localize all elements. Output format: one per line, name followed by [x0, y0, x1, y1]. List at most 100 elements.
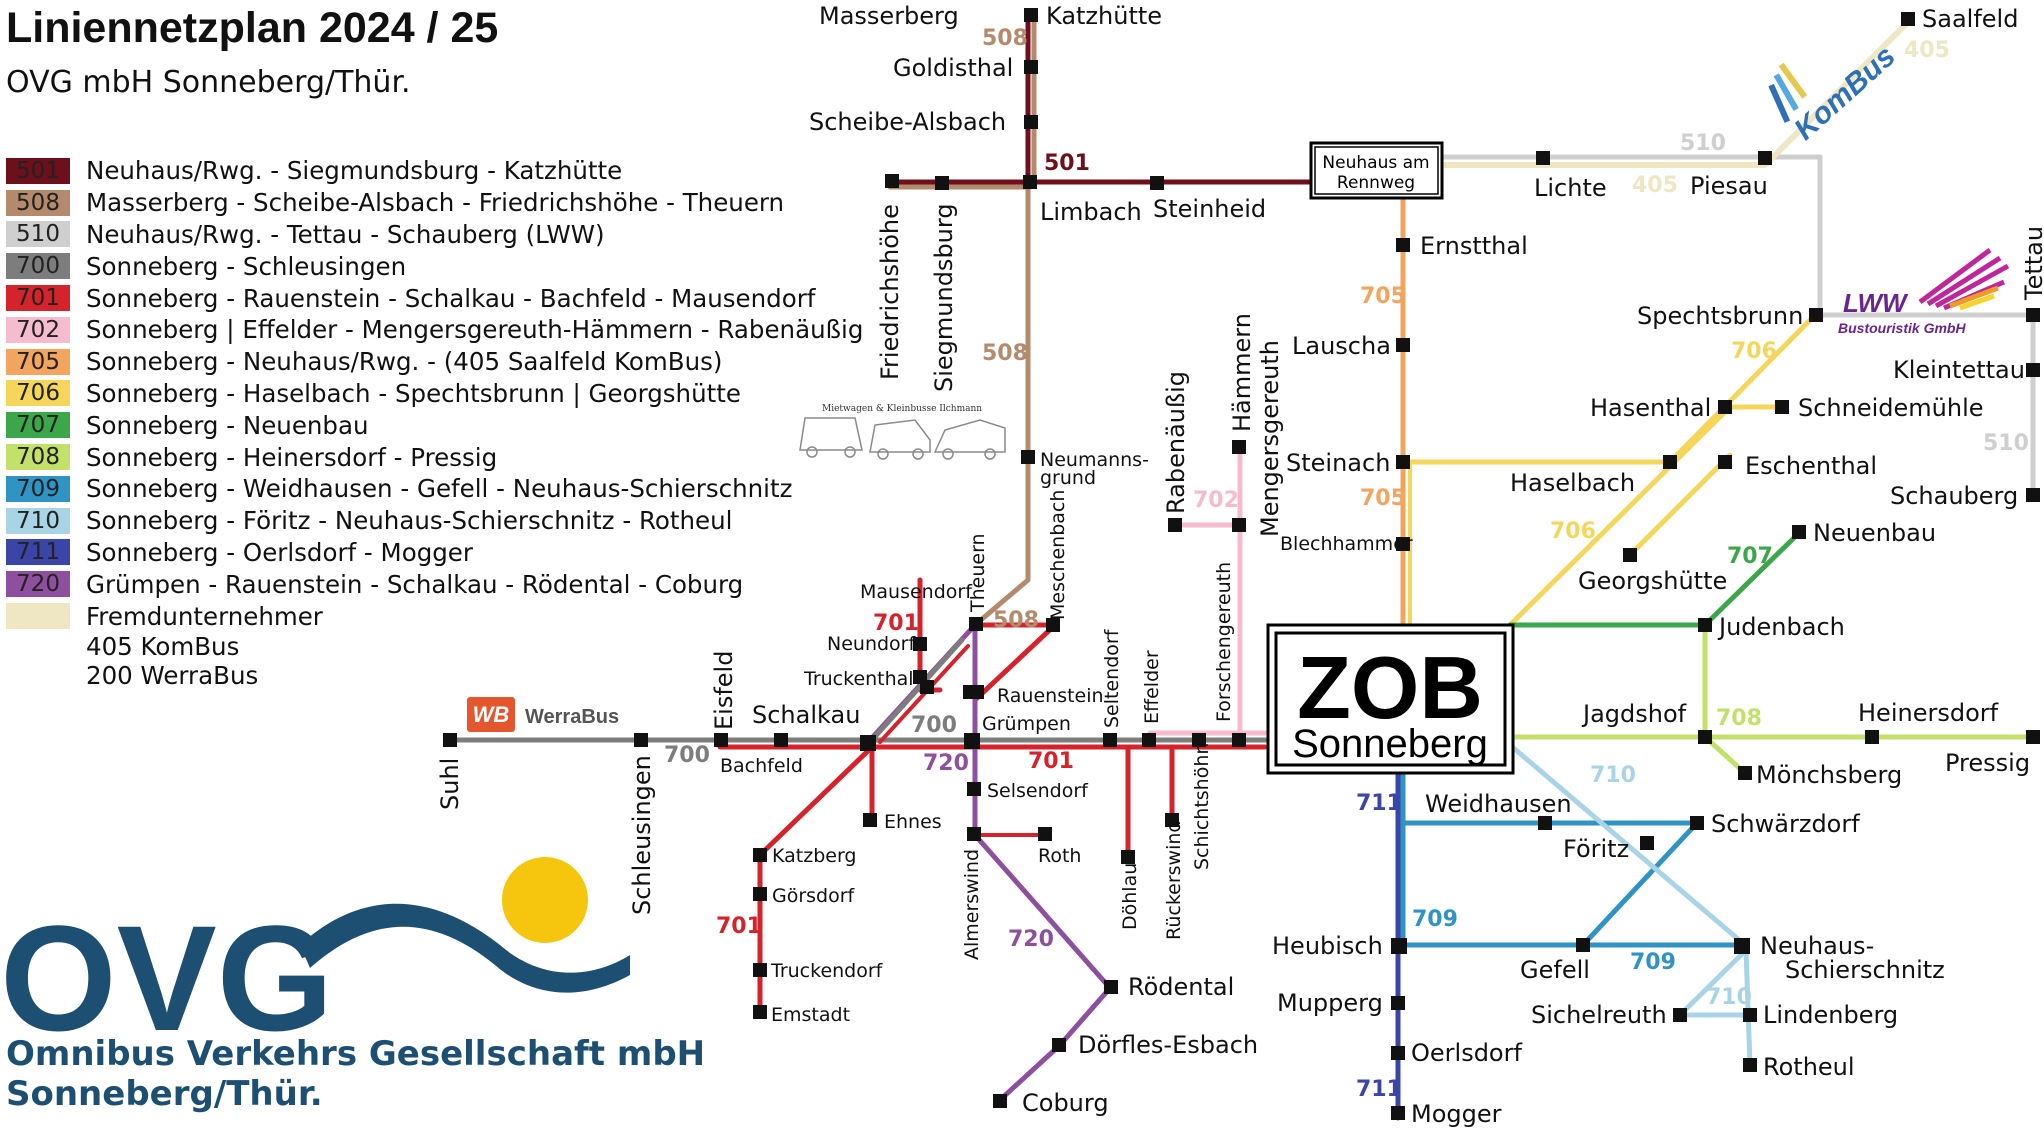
stop-tettau: Tettau	[2020, 226, 2044, 301]
line-description: Fremdunternehmer	[86, 601, 323, 631]
line-description: Sonneberg - Weidhausen - Gefell - Neuhau…	[86, 474, 793, 504]
route-508-line	[972, 9, 1037, 628]
stop-seltendorf: Seltendorf	[1101, 628, 1123, 728]
legend-extra-item: 200 WerraBus	[86, 660, 259, 690]
line-code-swatch: 709	[6, 475, 70, 502]
stop-ehnes: Ehnes	[884, 811, 942, 833]
line-label-508: 508	[982, 26, 1028, 51]
kombus-logo: KomBus	[1768, 40, 1902, 147]
stop-forschengereuth: Forschengereuth	[1213, 562, 1235, 722]
line-code-swatch: 705	[6, 348, 70, 375]
stop-doehlau: Döhlau	[1119, 863, 1141, 930]
line-description: Sonneberg - Schleusingen	[86, 251, 407, 281]
line-label-705: 705	[1360, 284, 1406, 309]
lww-logo: LWW Bustouristik GmbH	[1838, 247, 2010, 336]
stop-piesau: Piesau	[1690, 172, 1768, 200]
stop-neuhaus-schierschnitz-2: Schierschnitz	[1785, 956, 1945, 984]
stop-neuenbau: Neuenbau	[1813, 519, 1936, 547]
line-label-701: 701	[873, 611, 919, 636]
stop-coburg: Coburg	[1022, 1089, 1109, 1117]
line-code-swatch: 501	[6, 157, 70, 184]
stop-lindenberg: Lindenberg	[1763, 1001, 1898, 1029]
legend-row: 720 Grümpen - Rauenstein - Schalkau - Röd…	[6, 568, 863, 600]
line-label-706: 706	[1550, 519, 1596, 544]
route-700-schalkau-ramp	[869, 637, 965, 743]
stop-haselbach: Haselbach	[1510, 469, 1635, 497]
stop-jagdshof: Jagdshof	[1581, 700, 1687, 728]
stop-eisfeld: Eisfeld	[710, 651, 738, 730]
stop-schalkau: Schalkau	[752, 701, 860, 729]
line-code-swatch: 710	[6, 507, 70, 534]
line-description: Neuhaus/Rwg. - Tettau - Schauberg (LWW)	[86, 219, 605, 249]
line-label-700: 700	[911, 713, 957, 738]
stop-bachfeld: Bachfeld	[720, 755, 803, 777]
line-label-710: 710	[1706, 985, 1752, 1010]
line-code-swatch: 720	[6, 571, 70, 598]
stop-goersdorf: Görsdorf	[772, 885, 856, 907]
legend-extra-item: 405 KomBus	[86, 631, 240, 661]
stop-mogger: Mogger	[1411, 1100, 1502, 1128]
stop-saalfeld: Saalfeld	[1922, 5, 2018, 33]
line-label-709: 709	[1630, 950, 1676, 975]
line-label-708: 708	[1716, 706, 1762, 731]
line-label-705: 705	[1360, 486, 1406, 511]
stop-neumannsgrund-2: grund	[1040, 467, 1096, 489]
stop-limbach: Limbach	[1040, 198, 1142, 226]
stop-gruempen: Grümpen	[982, 713, 1071, 735]
stop-schleusingen: Schleusingen	[628, 755, 656, 915]
stop-neumannsgrund-1: Neumanns-	[1040, 449, 1149, 471]
stop-schichtshoehn: Schichtshöhn	[1191, 743, 1213, 870]
line-label-508: 508	[993, 608, 1039, 633]
line-label-701: 701	[716, 914, 762, 939]
line-description: Grümpen - Rauenstein - Schalkau - Rödent…	[86, 569, 744, 599]
stop-truckendorf: Truckendorf	[770, 960, 884, 982]
line-label-510: 510	[1680, 131, 1726, 156]
line-description: Sonneberg | Effelder - Mengersgereuth-Hä…	[86, 315, 864, 345]
stop-steinach: Steinach	[1286, 449, 1390, 477]
line-label-711: 711	[1356, 1077, 1402, 1102]
stop-moenchsberg: Mönchsberg	[1756, 761, 1902, 789]
stop-masserberg: Masserberg	[819, 2, 959, 30]
svg-text:Rennweg: Rennweg	[1337, 173, 1415, 193]
stop-friedrichshoehe: Friedrichshöhe	[876, 204, 904, 380]
svg-text:WB: WB	[473, 702, 510, 727]
line-code-swatch: 711	[6, 539, 70, 566]
stop-katzhuette: Katzhütte	[1046, 2, 1162, 30]
stop-sichelreuth: Sichelreuth	[1531, 1001, 1667, 1029]
svg-text:Bustouristik GmbH: Bustouristik GmbH	[1838, 320, 1966, 336]
stop-heubisch: Heubisch	[1272, 932, 1383, 960]
line-code-swatch: 508	[6, 189, 70, 216]
stop-almerswind: Almerswind	[961, 849, 983, 960]
line-description: Sonneberg - Heinersdorf - Pressig	[86, 442, 498, 472]
stop-mupperg: Mupperg	[1277, 989, 1383, 1017]
route-702-line	[1147, 444, 1268, 736]
stop-scheibe-alsbach: Scheibe-Alsbach	[809, 108, 1006, 136]
stop-selsendorf: Selsendorf	[987, 780, 1089, 802]
line-label-720: 720	[923, 751, 969, 776]
stop-schwaerzdorf: Schwärzdorf	[1711, 810, 1860, 838]
stop-neundorf: Neundorf	[827, 633, 916, 655]
stop-truckenthal: Truckenthal	[803, 668, 914, 690]
stop-suhl: Suhl	[436, 758, 464, 810]
stop-rueckerswind: Rückerswind	[1163, 821, 1185, 940]
stop-mausendorf: Mausendorf	[860, 581, 973, 603]
line-label-720: 720	[1008, 927, 1054, 952]
stop-ernstthal: Ernstthal	[1420, 232, 1528, 260]
stop-goldisthal: Goldisthal	[893, 54, 1013, 82]
svg-text:LWW: LWW	[1843, 288, 1909, 318]
legend-row: 709 Sonneberg - Weidhausen - Gefell - Neu…	[6, 473, 863, 505]
werrabus-logo: WB WerraBus	[467, 697, 619, 732]
hub-title: ZOB	[1297, 638, 1483, 737]
mietwagen-logo: Mietwagen & Kleinbusse Ilchmann	[799, 404, 1006, 460]
line-label-707: 707	[1727, 544, 1773, 569]
svg-text:Mietwagen & Kleinbusse Ilchman: Mietwagen & Kleinbusse Ilchmann	[822, 404, 982, 414]
company-name: Omnibus Verkehrs Gesellschaft mbH Sonneb…	[6, 1034, 705, 1114]
hub-subtitle: Sonneberg	[1292, 722, 1488, 766]
